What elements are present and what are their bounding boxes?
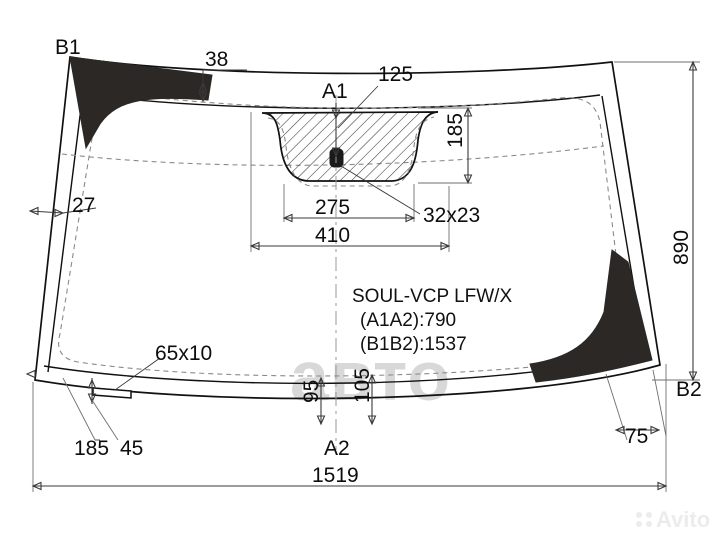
- part-b1b2-text: (B1B2):1537: [360, 334, 467, 355]
- label-a1-text: A1: [322, 80, 348, 103]
- label-b2-text: B2: [676, 378, 702, 401]
- label-a2-text: A2: [324, 437, 350, 460]
- dim-105: 105: [351, 368, 377, 426]
- sensor-bracket-shape: [92, 387, 132, 399]
- dim-125-label: 125: [378, 63, 413, 86]
- part-code-text: SOUL-VCP LFW/X: [352, 286, 512, 307]
- dim-65x10-label: 65x10: [155, 342, 212, 365]
- label-b1-text: B1: [55, 36, 81, 59]
- avito-dot-1: [636, 512, 642, 518]
- dim-45-label: 45: [120, 437, 143, 460]
- part-a1a2-text: (A1A2):790: [360, 310, 456, 331]
- mirror-patch-dashed-echo: [267, 116, 435, 187]
- avito-wordmark: Avito: [656, 507, 710, 532]
- watermark-avito: Avito: [636, 507, 710, 532]
- glass-left-inner-edge: [47, 91, 84, 373]
- dim-275: 275: [282, 184, 416, 223]
- dim-1519: 1519: [31, 364, 668, 492]
- black-wedge-top-left: [69, 56, 213, 150]
- dim-890: 890: [614, 60, 700, 382]
- glass-outer-outline: [34, 56, 661, 400]
- avito-dot-3: [646, 512, 652, 518]
- dim-185-mirror: 185: [418, 106, 473, 185]
- dim-1519-label: 1519: [312, 464, 359, 487]
- dim-105-label: 105: [351, 368, 374, 403]
- dim-890-label: 890: [670, 230, 693, 265]
- dim-38-label: 38: [205, 48, 228, 71]
- dim-45: 45: [91, 399, 143, 460]
- dim-27-label: 27: [72, 194, 95, 217]
- dim-38: 38: [198, 48, 247, 103]
- dim-125: 125: [331, 63, 413, 158]
- dim-75-label: 75: [625, 425, 648, 448]
- dim-410: 410: [249, 112, 451, 252]
- dim-27: 27: [28, 194, 97, 218]
- dim-95-label: 95: [300, 380, 323, 403]
- avito-dot-4: [646, 521, 652, 527]
- dim-75: 75: [605, 369, 667, 448]
- dim-32x23: 32x23: [340, 165, 480, 227]
- dim-185-bottom: 185: [62, 377, 109, 460]
- dim-bottom-left-arrow: [25, 369, 36, 379]
- label-a1: A1: [322, 80, 348, 120]
- dim-32x23-label: 32x23: [423, 204, 480, 227]
- dim-185-mirror-label: 185: [444, 113, 467, 148]
- dim-95: 95: [300, 376, 326, 426]
- mirror-patch: [261, 111, 439, 182]
- black-wedge-bottom-right: [529, 249, 653, 383]
- dim-410-label: 410: [315, 224, 350, 247]
- dim-275-label: 275: [315, 196, 350, 219]
- sensor-bracket: 65x10: [87, 342, 212, 404]
- part-title-block: SOUL-VCP LFW/X (A1A2):790 (B1B2):1537: [352, 286, 512, 355]
- dim-185-bottom-label: 185: [74, 437, 109, 460]
- avito-dot-2: [636, 521, 642, 527]
